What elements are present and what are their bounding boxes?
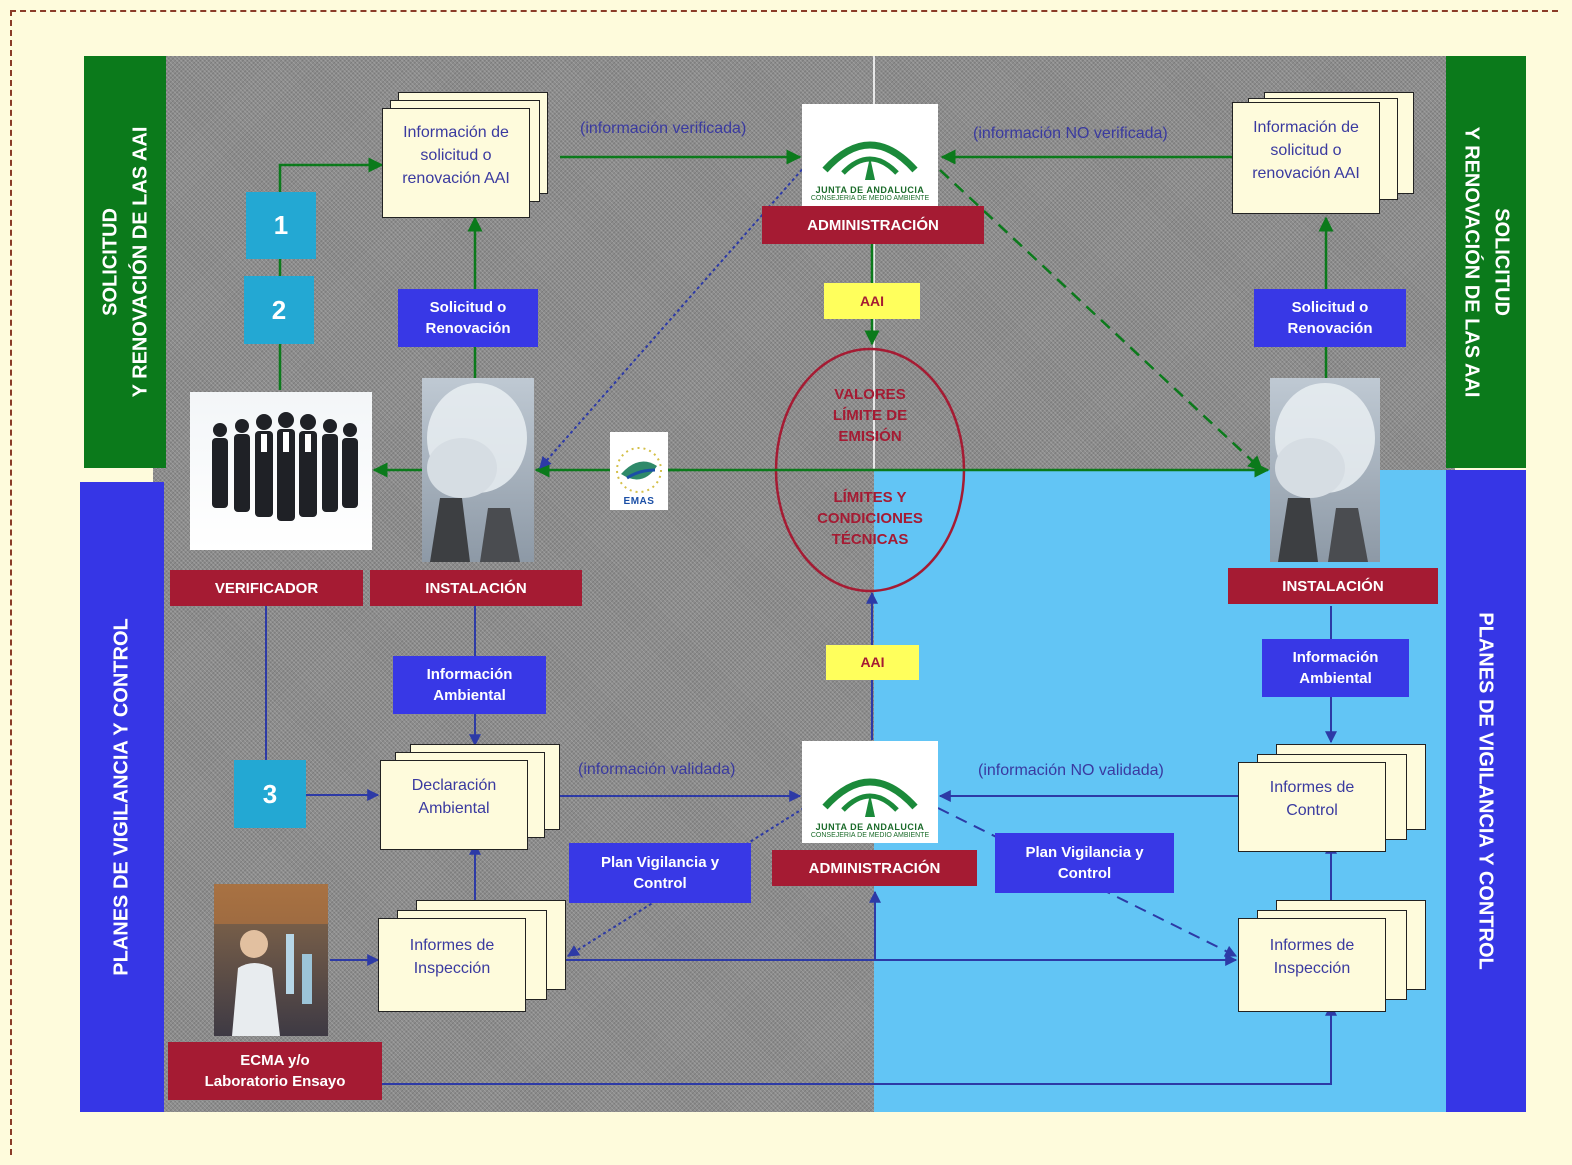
doc-info-solicitud-right: Información de solicitud o renovación AAI [1232,92,1414,220]
laboratorio-photo [214,884,328,1036]
label-line: Renovación [425,320,511,337]
note-informacion-no-validada: (información NO validada) [978,762,1164,779]
center-divider [873,56,875,470]
label-line: Plan Vigilancia y [1025,844,1144,861]
administracion-bottom-label: ADMINISTRACIÓN [772,850,977,886]
label-line: Renovación [1287,320,1373,337]
doc-informes-inspeccion-right: Informes de Inspección [1238,900,1426,1012]
junta-andalucia-logo-top: JUNTA DE ANDALUCIA CONSEJERIA DE MEDIO A… [802,104,938,206]
doc-front: Información de solicitud o renovación AAI [382,108,530,218]
verificador-label: VERIFICADOR [170,570,363,606]
plan-vigilancia-right-label: Plan Vigilancia y Control [995,833,1174,893]
label-line: Control [1057,865,1112,882]
factory-chimney-icon [1275,383,1375,562]
doc-info-solicitud-left: Información de solicitud o renovación AAI [382,92,562,220]
junta-logo-icon [822,778,918,817]
note-informacion-verificada: (información verificada) [580,120,747,137]
doc-front: Información de solicitud o renovación AAI [1232,102,1380,214]
junta-logo-title: JUNTA DE ANDALUCIA [815,185,925,195]
doc-line: Inspección [413,960,491,977]
junta-logo-icon [822,141,918,180]
solicitud-renovacion-left-label: Solicitud o Renovación [398,289,538,347]
label-line: Solicitud o [429,299,507,316]
label-line: Información [1292,649,1379,666]
ecma-label-line: Laboratorio Ensayo [204,1073,346,1090]
doc-line: Declaración [411,777,497,794]
junta-logo-subtitle: CONSEJERIA DE MEDIO AMBIENTE [810,195,930,202]
doc-front: Informes de Inspección [1238,918,1386,1012]
label-line: Solicitud o [1291,299,1369,316]
note-informacion-validada: (información validada) [578,761,736,778]
informacion-ambiental-right-label: Información Ambiental [1262,639,1409,697]
verificador-team-photo [190,392,372,550]
informacion-ambiental-left-label: Información Ambiental [393,656,546,714]
aai-bottom-label: AAI [826,645,919,680]
doc-line: Información de [403,123,509,141]
doc-line: Ambiental [418,800,490,817]
label-line: Información [426,666,513,683]
instalacion-right-photo [1270,378,1380,562]
emas-logo: EMAS [610,432,668,510]
junta-andalucia-logo-bottom: JUNTA DE ANDALUCIA CONSEJERIA DE MEDIO A… [802,741,938,843]
ellipse-line: CONDICIONES [817,510,923,527]
lab-technician-icon [214,884,328,1036]
dashed-frame [10,10,1558,1155]
step-2-badge: 2 [244,276,314,344]
doc-line: Informes de [1269,779,1355,796]
instalacion-left-photo [422,378,534,562]
ecma-label: ECMA y/o Laboratorio Ensayo [168,1042,382,1100]
band-planes-right: PLANES DE VIGILANCIA Y CONTROL [1446,470,1526,1112]
emas-logo-text: EMAS [623,496,655,507]
label-line: Control [633,875,687,892]
ellipse-line: LÍMITES Y [833,489,907,506]
doc-line: solicitud o [1270,141,1342,159]
ellipse-line: VALORES [834,386,906,403]
junta-logo-subtitle: CONSEJERIA DE MEDIO AMBIENTE [810,832,930,839]
doc-line: Informes de [409,937,495,954]
step-1-badge: 1 [246,192,316,259]
ellipse-line: LÍMITE DE [832,407,908,424]
doc-line: Información de [1253,118,1359,136]
doc-informes-inspeccion-left: Informes de Inspección [378,900,566,1012]
ellipse-line: EMISIÓN [838,428,902,445]
band-planes-left: PLANES DE VIGILANCIA Y CONTROL [80,482,164,1112]
instalacion-left-label: INSTALACIÓN [370,570,582,606]
label-line: Plan Vigilancia y [600,854,720,871]
doc-front: Informes de Control [1238,762,1386,852]
doc-front: Informes de Inspección [378,918,526,1012]
emas-logo-icon [616,447,662,493]
doc-line: renovación AAI [402,169,510,187]
ellipse-bottom-text: LÍMITES Y CONDICIONES TÉCNICAS [790,487,950,550]
plan-vigilancia-left-label: Plan Vigilancia y Control [569,843,751,903]
label-line: Ambiental [1299,670,1372,687]
doc-line: Informes de [1269,937,1355,954]
instalacion-right-label: INSTALACIÓN [1228,568,1438,604]
doc-line: Control [1286,802,1338,819]
doc-line: Inspección [1273,960,1351,977]
step-3-badge: 3 [234,760,306,828]
ellipse-line: TÉCNICAS [831,531,909,548]
solicitud-renovacion-right-label: Solicitud o Renovación [1254,289,1406,347]
aai-top-label: AAI [824,283,920,319]
doc-line: solicitud o [420,146,492,164]
people-group-icon [212,412,358,521]
doc-informes-control: Informes de Control [1238,744,1426,852]
ellipse-top-text: VALORES LÍMITE DE EMISIÓN [790,384,950,447]
factory-chimney-icon [427,383,527,562]
label-line: Ambiental [433,687,506,704]
junta-logo-title: JUNTA DE ANDALUCIA [815,822,925,832]
ecma-label-line: ECMA y/o [240,1052,310,1069]
doc-line: renovación AAI [1252,164,1360,182]
note-informacion-no-verificada: (información NO verificada) [973,125,1168,142]
administracion-top-label: ADMINISTRACIÓN [762,206,984,244]
